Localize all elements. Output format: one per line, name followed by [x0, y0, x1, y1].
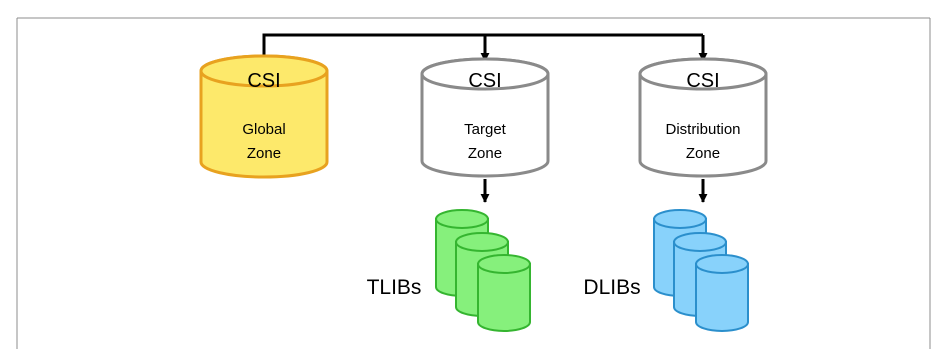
target-zone-cylinder-top — [420, 57, 550, 91]
diagram-frame — [16, 17, 931, 349]
global-zone-csi-label: CSI — [247, 70, 280, 92]
tlibs-label: TLIBs — [367, 276, 422, 299]
global-zone-label-line-1: Global — [242, 121, 285, 138]
tlibs-library-stack: TLIBs — [367, 209, 531, 332]
target-zone-cylinder: CSI Target Zone — [420, 57, 550, 178]
dlibs-library-stack: DLIBs — [583, 209, 749, 332]
global-zone-label-line-2: Zone — [247, 145, 281, 162]
distribution-zone-label-line-1: Distribution — [665, 121, 740, 138]
distribution-zone-cylinder-top — [638, 57, 768, 91]
target-zone-label-line-2: Zone — [468, 145, 502, 162]
global-zone-cylinder: CSI Global Zone — [199, 54, 329, 179]
distribution-zone-csi-label: CSI — [686, 70, 719, 92]
distribution-zone-cylinder: CSI Distribution Zone — [638, 57, 768, 178]
global-zone-cylinder-top — [199, 54, 329, 88]
global-zone-link-line — [262, 33, 703, 56]
connector-lines — [262, 33, 708, 203]
dlibs-label: DLIBs — [583, 276, 640, 299]
target-zone-label-line-1: Target — [464, 121, 507, 138]
tlibs-cylinder-front — [477, 254, 531, 332]
dlibs-cylinder-front — [695, 254, 749, 332]
target-zone-csi-label: CSI — [468, 70, 501, 92]
distribution-zone-label-line-2: Zone — [686, 145, 720, 162]
